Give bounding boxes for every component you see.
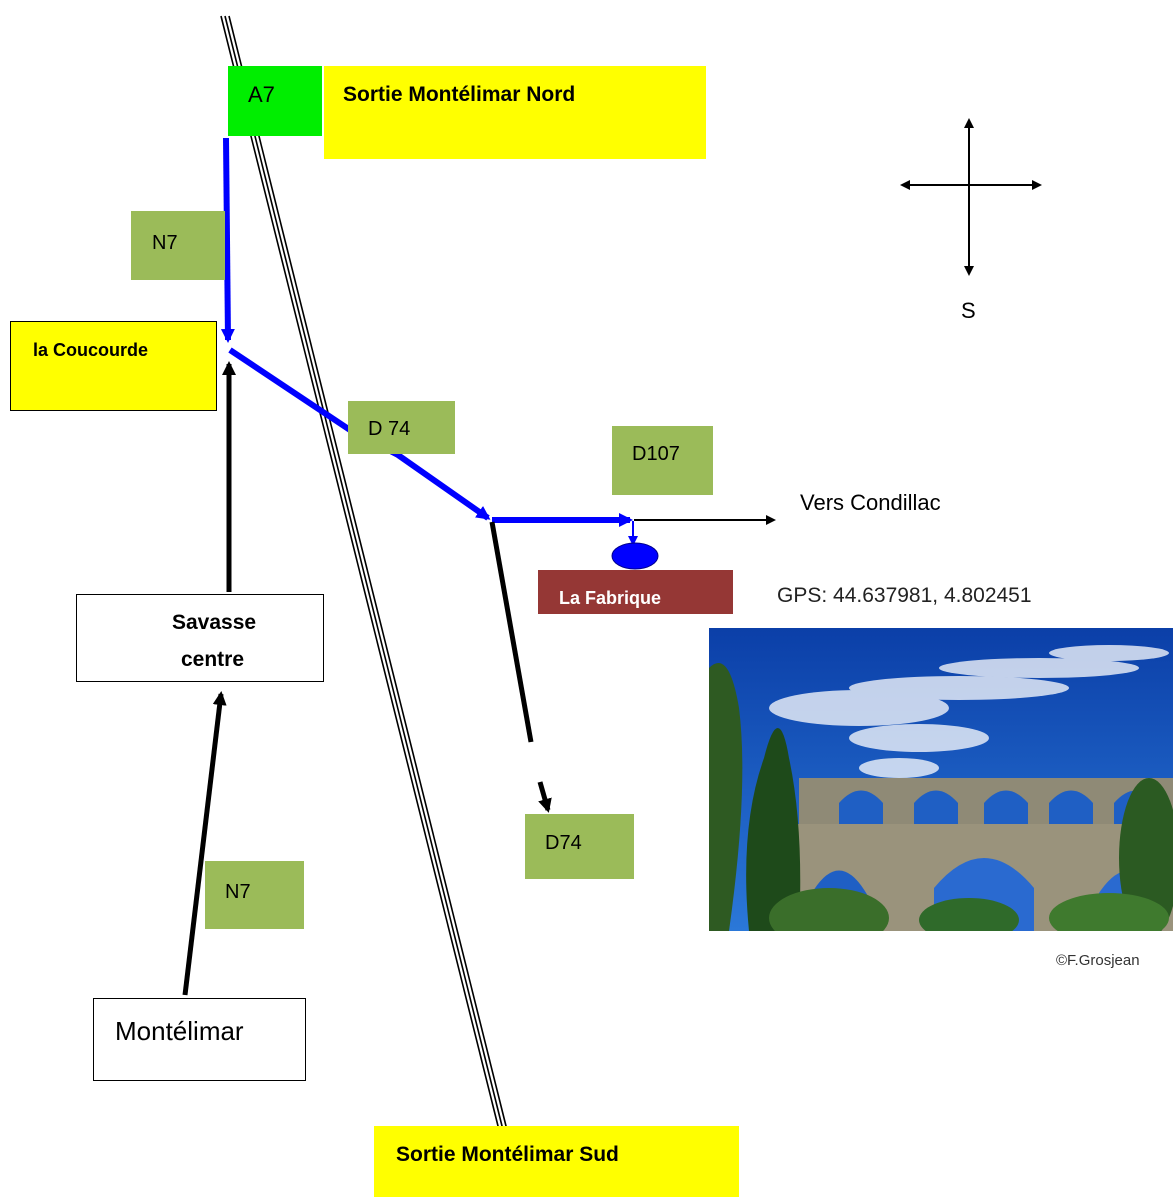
savasse-centre-box: Savasse centre: [76, 594, 324, 682]
d74-south-arrow: [537, 781, 552, 813]
sortie-nord-box: Sortie Montélimar Nord: [324, 66, 706, 159]
d107-label: D107: [632, 443, 680, 465]
n7-north-label-box: N7: [131, 211, 225, 280]
montelimar-box: Montélimar: [93, 998, 306, 1081]
sortie-sud-label: Sortie Montélimar Sud: [396, 1143, 619, 1166]
n7-north-label: N7: [152, 232, 178, 254]
a7-label: A7: [248, 82, 275, 107]
a7-motorway: [220, 15, 508, 1131]
montelimar-label: Montélimar: [115, 1016, 244, 1046]
d74-south-label-box: D74: [525, 814, 634, 879]
sortie-nord-label: Sortie Montélimar Nord: [343, 83, 576, 106]
gps-coordinates: GPS: 44.637981, 4.802451: [777, 584, 1032, 607]
aqueduct-illustration: [709, 628, 1173, 931]
n7-south-label: N7: [225, 881, 251, 903]
d74-south-label: D74: [545, 832, 582, 854]
n7-south-label-box: N7: [205, 861, 304, 929]
la-fabrique-label: La Fabrique: [559, 588, 662, 608]
savasse-line1: Savasse: [172, 611, 257, 634]
blue-route: [220, 137, 633, 527]
la-fabrique-box: La Fabrique: [538, 570, 733, 614]
d107-label-box: D107: [612, 426, 713, 495]
photo-copyright: ©F.Grosjean: [1056, 952, 1140, 969]
la-fabrique-marker: [611, 542, 659, 570]
d74-main-label: D 74: [368, 418, 411, 440]
vers-condillac-label: Vers Condillac: [800, 490, 941, 515]
n7-montelimar-north: [182, 691, 227, 996]
compass-south-label: S: [961, 298, 976, 323]
la-coucourde-label: la Coucourde: [33, 340, 149, 360]
sortie-sud-box: Sortie Montélimar Sud: [374, 1126, 739, 1197]
savasse-line2: centre: [181, 648, 245, 671]
compass-rose: [900, 118, 1042, 276]
d74-south-road: [489, 521, 534, 743]
aqueduct-photo: [709, 628, 1173, 931]
d74-main-label-box: D 74: [348, 401, 455, 454]
la-coucourde-box: la Coucourde: [10, 321, 217, 411]
a7-badge: A7: [228, 66, 322, 136]
